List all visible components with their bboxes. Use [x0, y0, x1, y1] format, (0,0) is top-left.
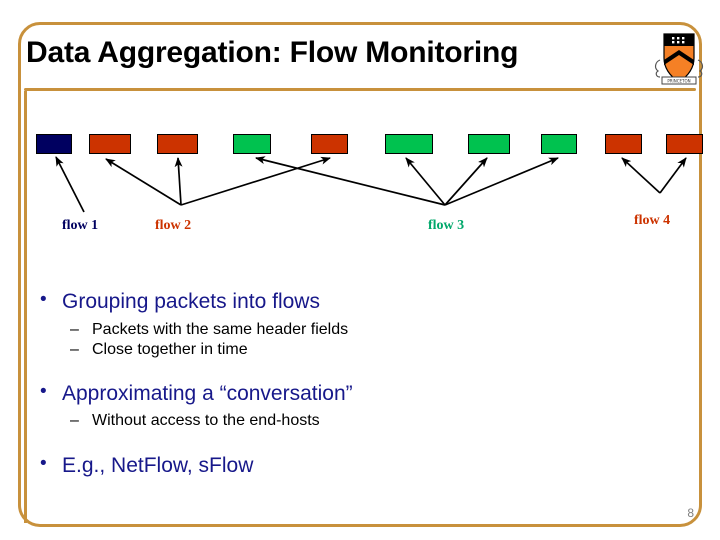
- bullet-item: E.g., NetFlow, sFlow: [40, 453, 660, 478]
- packet-6: [385, 134, 433, 154]
- packet-1: [36, 134, 72, 154]
- packet-9: [605, 134, 642, 154]
- svg-text:PRINCETON: PRINCETON: [667, 79, 690, 84]
- packet-5: [311, 134, 348, 154]
- sub-bullet-item: Without access to the end-hosts: [40, 411, 660, 430]
- packet-7: [468, 134, 510, 154]
- sub-bullet-item: Packets with the same header fields: [40, 320, 660, 339]
- packet-2: [89, 134, 131, 154]
- sub-bullet-item: Close together in time: [40, 340, 660, 359]
- packet-4: [233, 134, 271, 154]
- bullet-item: Grouping packets into flows: [40, 289, 660, 314]
- packet-8: [541, 134, 577, 154]
- flow-label-3: flow 3: [428, 218, 465, 233]
- packet-10: [666, 134, 703, 154]
- slide-body-text: Grouping packets into flowsPackets with …: [40, 289, 660, 483]
- packet-3: [157, 134, 198, 154]
- princeton-shield-logo: PRINCETON: [650, 28, 708, 90]
- bullet-item: Approximating a “conversation”: [40, 381, 660, 406]
- flow-label-2: flow 2: [155, 218, 192, 233]
- slide-number: 8: [687, 506, 694, 520]
- bullet-spacer: [40, 360, 660, 382]
- title-underline-rule: [24, 88, 696, 91]
- flow-label-4: flow 4: [634, 213, 671, 228]
- flow-label-1: flow 1: [62, 218, 99, 233]
- page-title: Data Aggregation: Flow Monitoring: [26, 36, 519, 69]
- bullet-spacer: [40, 432, 660, 454]
- frame-mask: [30, 82, 694, 92]
- inner-left-rule: [24, 91, 27, 523]
- slide-frame-border: [18, 22, 702, 527]
